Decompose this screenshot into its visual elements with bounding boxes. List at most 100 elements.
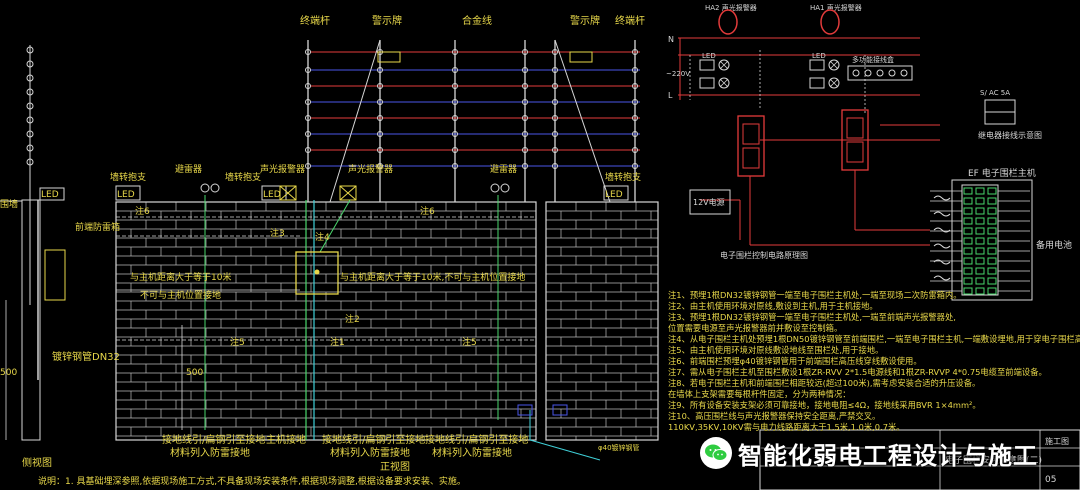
ground-label: 材料列入防雷接地 <box>170 446 250 459</box>
host-slot <box>975 217 985 225</box>
sch-lamp <box>718 59 730 71</box>
host-slot <box>963 197 973 205</box>
wire-insulator <box>522 67 528 73</box>
front-view-title: 正视图 <box>380 460 410 473</box>
arrester <box>500 183 510 193</box>
ground-label: 接地线引/扁钢引至接地 <box>425 433 528 446</box>
wire-insulator <box>632 83 638 89</box>
relay <box>737 115 765 177</box>
ground-label: 接地线引/扁钢引至接地 <box>162 433 265 446</box>
note-tag: 注5 <box>462 336 477 348</box>
title-block <box>759 429 1080 490</box>
bracket-label: 墙转抱支 <box>225 171 261 183</box>
host-slot <box>987 227 997 235</box>
side-wall-label: 围墙 <box>0 198 18 210</box>
host-outline <box>951 179 1033 301</box>
note-line: 注6、前端围栏预埋φ40镀锌钢管用于前端围栏高压线穿线敷设使用。 <box>668 356 922 366</box>
watermark-badge: 智能化弱电工程设计与施工 <box>700 434 1070 472</box>
host-slot <box>963 277 973 285</box>
arrester <box>210 183 220 193</box>
host-slot <box>975 227 985 235</box>
wire-insulator <box>552 99 558 105</box>
sch-label: HA2 声光报警器 <box>705 3 757 12</box>
sch-n: N <box>668 35 674 44</box>
ground-label: 接地线引/扁钢引至接地 <box>322 433 425 446</box>
note-line: 注2、由主机使用环境对原线,敷设到主机,用于主机接地。 <box>668 301 878 311</box>
wire-insulator <box>452 115 458 121</box>
arrester <box>490 183 500 193</box>
note-line: 注10、高压围栏线与声光报警器保持安全距离,严禁交叉。 <box>668 411 880 421</box>
note-tag: 注4 <box>315 231 330 243</box>
insulator <box>26 158 34 166</box>
ground-label: 材料列入防雷接地 <box>330 446 410 459</box>
bracket-label: 墙转抱支 <box>110 171 146 183</box>
host-dot <box>314 269 320 275</box>
host-slot <box>963 287 973 295</box>
conduit-box <box>517 404 533 416</box>
arrester-label: 避雷器 <box>490 163 517 175</box>
end-brace <box>329 39 381 203</box>
note-line: 注3、预埋1根DN32镀锌钢管一端至电子围栏主机处,一端至前端声光报警器处, <box>668 312 956 322</box>
wire-insulator <box>552 83 558 89</box>
note-line: 注7、需从电子围栏主机至围栏敷设1根ZR-RVV 2*1.5电源线和1根ZR-R… <box>668 367 1047 377</box>
wire-insulator <box>632 163 638 169</box>
host-slot <box>987 247 997 255</box>
top-label: 合金线 <box>462 14 492 27</box>
side-led: LED <box>41 190 59 200</box>
wire-insulator <box>305 131 311 137</box>
sch-lamp <box>718 77 730 89</box>
terminal <box>852 69 860 77</box>
wire-insulator <box>522 99 528 105</box>
wire-insulator <box>452 163 458 169</box>
wire-insulator <box>305 83 311 89</box>
led-box <box>261 185 287 201</box>
sch-lamp <box>828 77 840 89</box>
insulator <box>26 46 34 54</box>
coil <box>933 259 951 265</box>
host-slot <box>975 267 985 275</box>
host-slot <box>963 267 973 275</box>
top-label: 警示牌 <box>570 14 600 27</box>
relay-inner <box>742 123 760 145</box>
dim-label: 500 <box>0 368 17 378</box>
alarm-bulb <box>718 9 738 35</box>
host-slot <box>987 207 997 215</box>
terminal-board <box>847 65 913 81</box>
host-slot <box>963 247 973 255</box>
warning-sign-box <box>569 51 593 63</box>
led-label: LED <box>605 190 623 200</box>
title-block-text: 施工图 <box>1045 436 1069 446</box>
battery-label: 备用电池 <box>1036 239 1072 251</box>
wall-outline <box>115 201 537 441</box>
dist-label: 与主机距离大于等于10米 <box>130 271 231 283</box>
coil <box>933 227 951 233</box>
insulator <box>26 130 34 138</box>
side-conduit-label: 镀锌钢管DN32 <box>52 350 120 363</box>
wire-insulator <box>377 67 383 73</box>
note-tag: 注3 <box>270 227 285 239</box>
insulator <box>26 74 34 82</box>
note-line: 位置需要电源至声光报警器前并敷设至控制箱。 <box>668 323 842 333</box>
wire-insulator <box>452 131 458 137</box>
host-slot <box>963 237 973 245</box>
host-slot <box>987 267 997 275</box>
led-box <box>603 185 629 201</box>
sch-power: 12V电源 <box>693 197 725 207</box>
note-line: 注5、由主机使用环境对原线敷设地线至围栏处,用于接地。 <box>668 345 883 355</box>
note-tag: 注2 <box>345 313 360 325</box>
sch-led: LED <box>702 52 716 60</box>
note-line: 110KV,35KV,10KV需与电力线路距离大于1.5米,1.0米,0.7米。 <box>668 422 905 432</box>
host-slot <box>975 187 985 195</box>
conduit-box <box>552 404 568 416</box>
ground-label: 材料列入防雷接地 <box>432 446 512 459</box>
side-box <box>44 249 66 301</box>
terminal <box>900 69 908 77</box>
led-box <box>115 185 141 201</box>
wire-insulator <box>632 147 638 153</box>
wire-insulator <box>452 83 458 89</box>
bracket-label: 墙转抱支 <box>605 171 641 183</box>
wire-insulator <box>632 49 638 55</box>
wire-insulator <box>377 131 383 137</box>
host-box <box>295 251 339 295</box>
